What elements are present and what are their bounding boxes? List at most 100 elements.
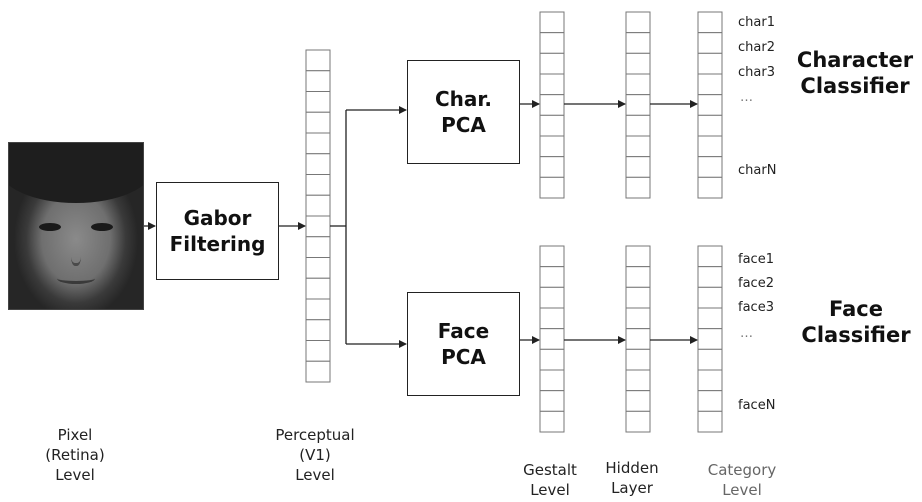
face-gestalt-column bbox=[539, 245, 565, 433]
char-hidden-column-cell bbox=[625, 11, 651, 34]
face-category-column bbox=[697, 245, 723, 433]
char-hidden-column-cell bbox=[625, 94, 651, 116]
perceptual-column-cell bbox=[305, 132, 331, 155]
char-gestalt-column-cell bbox=[539, 52, 565, 75]
face-hidden-column-cell bbox=[625, 245, 651, 268]
face-output-n: faceN bbox=[738, 398, 776, 413]
face-classifier-title: Face Classifier bbox=[801, 297, 911, 347]
nose bbox=[71, 243, 81, 266]
face-gestalt-column-cell bbox=[539, 390, 565, 412]
char-gestalt-column-cell bbox=[539, 11, 565, 34]
face-category-column-cell bbox=[697, 266, 723, 288]
face-hidden-column-cell bbox=[625, 348, 651, 371]
face-gestalt-column-cell bbox=[539, 348, 565, 371]
face-category-column-cell bbox=[697, 390, 723, 412]
char-gestalt-column-cell bbox=[539, 94, 565, 116]
char-category-column-cell bbox=[697, 11, 723, 34]
hidden-layer-label: Hidden Layer bbox=[594, 458, 670, 498]
face-gestalt-column-cell bbox=[539, 245, 565, 268]
face-gestalt-column-cell bbox=[539, 286, 565, 309]
perceptual-column-cell bbox=[305, 70, 331, 92]
face-category-column-cell bbox=[697, 348, 723, 371]
char-gestalt-column-cell bbox=[539, 73, 565, 96]
char-gestalt-column bbox=[539, 11, 565, 199]
hair bbox=[9, 143, 143, 203]
face-category-column-cell bbox=[697, 328, 723, 350]
char-hidden-column-cell bbox=[625, 32, 651, 54]
face-hidden-column-cell bbox=[625, 410, 651, 433]
gestalt-level-line1: Gestalt bbox=[523, 461, 577, 479]
char-hidden-column-cell bbox=[625, 176, 651, 199]
char-output-1: char1 bbox=[738, 15, 775, 30]
char-hidden-column-cell bbox=[625, 135, 651, 158]
perceptual-column-cell bbox=[305, 174, 331, 196]
perceptual-column-cell bbox=[305, 236, 331, 258]
category-level-label: Category Level bbox=[700, 460, 784, 500]
char-category-column-cell bbox=[697, 52, 723, 75]
perceptual-level-line1: Perceptual bbox=[275, 426, 355, 444]
face-gestalt-column-cell bbox=[539, 369, 565, 392]
face-hidden-column-cell bbox=[625, 266, 651, 288]
perceptual-column-cell bbox=[305, 111, 331, 134]
char-category-column-cell bbox=[697, 135, 723, 158]
face-category-column-cell bbox=[697, 245, 723, 268]
face-photo bbox=[8, 142, 144, 310]
face-category-column-cell bbox=[697, 369, 723, 392]
face-output-3: face3 bbox=[738, 300, 774, 315]
face-hidden-column-cell bbox=[625, 286, 651, 309]
face-category-column-cell bbox=[697, 307, 723, 330]
face-output-ellipsis: … bbox=[740, 326, 753, 341]
char-output-n: charN bbox=[738, 163, 777, 178]
pixel-level-line2: (Retina) bbox=[45, 446, 105, 464]
gabor-filtering-block: Gabor Filtering bbox=[156, 182, 279, 280]
char-category-column bbox=[697, 11, 723, 199]
char-category-column-cell bbox=[697, 114, 723, 137]
char-gestalt-column-cell bbox=[539, 135, 565, 158]
face-hidden-column-cell bbox=[625, 390, 651, 412]
char-gestalt-column-cell bbox=[539, 32, 565, 54]
face-gestalt-column-cell bbox=[539, 328, 565, 350]
face-gestalt-column-cell bbox=[539, 307, 565, 330]
face-pca-block: Face PCA bbox=[407, 292, 520, 396]
left-eye bbox=[39, 223, 61, 231]
perceptual-column-cell bbox=[305, 277, 331, 300]
face-output-1: face1 bbox=[738, 252, 774, 267]
hidden-layer-line2: Layer bbox=[611, 479, 653, 497]
pixel-level-line1: Pixel bbox=[57, 426, 93, 444]
character-classifier-title: Character Classifier bbox=[796, 48, 914, 98]
face-category-column-cell bbox=[697, 410, 723, 433]
pixel-level-line3: Level bbox=[55, 466, 95, 484]
perceptual-column-cell bbox=[305, 360, 331, 383]
perceptual-column-cell bbox=[305, 153, 331, 175]
hidden-layer-line1: Hidden bbox=[605, 459, 659, 477]
face-hidden-column-cell bbox=[625, 307, 651, 330]
perceptual-level-line2: (V1) bbox=[299, 446, 331, 464]
face-hidden-column-cell bbox=[625, 369, 651, 392]
perceptual-column-cell bbox=[305, 49, 331, 72]
perceptual-column-cell bbox=[305, 194, 331, 217]
category-level-line2: Level bbox=[722, 481, 762, 499]
face-category-column-cell bbox=[697, 286, 723, 309]
char-category-column-cell bbox=[697, 32, 723, 54]
perceptual-column-cell bbox=[305, 340, 331, 362]
char-output-ellipsis: … bbox=[740, 90, 753, 105]
gestalt-level-line2: Level bbox=[530, 481, 570, 499]
char-output-3: char3 bbox=[738, 65, 775, 80]
char-hidden-column-cell bbox=[625, 156, 651, 178]
category-level-line1: Category bbox=[707, 461, 777, 479]
face-gestalt-column-cell bbox=[539, 410, 565, 433]
char-category-column-cell bbox=[697, 94, 723, 116]
perceptual-column-cell bbox=[305, 215, 331, 238]
char-hidden-column bbox=[625, 11, 651, 199]
char-gestalt-column-cell bbox=[539, 156, 565, 178]
pixel-level-label: Pixel (Retina) Level bbox=[20, 425, 130, 485]
char-gestalt-column-cell bbox=[539, 114, 565, 137]
perceptual-column-cell bbox=[305, 91, 331, 113]
right-eye bbox=[91, 223, 113, 231]
perceptual-level-label: Perceptual (V1) Level bbox=[260, 425, 370, 485]
face-output-2: face2 bbox=[738, 276, 774, 291]
char-gestalt-column-cell bbox=[539, 176, 565, 199]
face-hidden-column bbox=[625, 245, 651, 433]
